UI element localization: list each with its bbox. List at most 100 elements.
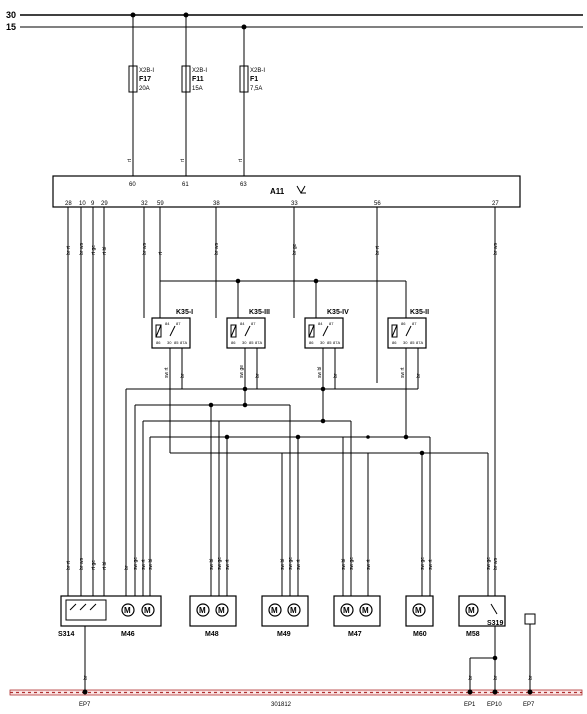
motor-label: M	[124, 606, 131, 615]
motor-icon	[196, 603, 210, 617]
distribution-buses	[125, 382, 489, 600]
wire-color-label: sw ge	[420, 557, 426, 570]
relay-pin: 87	[412, 321, 417, 326]
m48-box: M M M48	[189, 595, 237, 638]
relay-pin: 84	[240, 321, 245, 326]
wire-color-label: br ws	[79, 243, 85, 255]
module-pin: 28	[65, 201, 72, 207]
motor-icon	[287, 603, 301, 617]
document-number: 301812	[271, 702, 292, 708]
component-name: M47	[348, 631, 362, 638]
relay-name: K35-I	[176, 309, 193, 316]
relay-pin: 86	[156, 340, 161, 345]
relay-pin: 86	[401, 321, 406, 326]
wire-color-label: sw ge	[217, 557, 223, 570]
relay-k35-ii: K35-II 86 87 86 30 85 87A	[387, 309, 429, 437]
wire-color-label: br	[83, 675, 89, 680]
switch-block	[65, 599, 107, 621]
wire-color-label: br ge	[292, 243, 298, 255]
relay-pin: 86	[231, 340, 236, 345]
m49-box: M M M49	[261, 595, 309, 638]
m58-s319-box: M M58 S319	[458, 595, 536, 690]
component-name: M46	[121, 631, 135, 638]
component-name: M58	[466, 631, 480, 638]
wire-color-label: sw bl	[280, 559, 286, 570]
fuse-name: F1	[250, 76, 258, 83]
motor-icon	[121, 603, 135, 617]
wire-color-label: sw ge	[133, 557, 139, 570]
wire-color-label: sw bl	[209, 559, 215, 570]
switch-icon	[169, 325, 176, 337]
wire-color-label: sw rt	[400, 367, 406, 378]
motor-label: M	[290, 606, 297, 615]
wire-color-label: br ws	[493, 558, 499, 570]
junction-dot	[320, 418, 326, 424]
ground-point-label: EP1	[464, 702, 476, 708]
wire-color-label: rt ge	[91, 560, 97, 570]
wire-color-label: sw ge	[239, 365, 245, 378]
relay-pin: 30	[242, 340, 247, 345]
relay-pin: 30	[320, 340, 325, 345]
wire-color-label: br rt	[375, 246, 381, 256]
fuse-location: X2B-I	[250, 68, 265, 74]
ground-point-label: EP7	[79, 702, 91, 708]
switch-icon	[244, 325, 251, 337]
motor-icon	[359, 603, 373, 617]
module-body	[52, 175, 521, 208]
wire-color-label: sw bl	[317, 367, 323, 378]
wire-color-label: br	[124, 565, 130, 570]
wire-color-label: sw ge	[349, 557, 355, 570]
junction-dot	[492, 655, 498, 661]
switch-icon	[69, 603, 97, 611]
ground-point	[82, 689, 88, 695]
junction-dot	[242, 402, 248, 408]
fuse-location: X2B-I	[139, 68, 154, 74]
wire-color-label: sw bl	[341, 559, 347, 570]
relay-pin: 87A	[333, 340, 340, 345]
motor-label: M	[415, 606, 422, 615]
relay-pin: 85	[410, 340, 415, 345]
module-name: A11	[270, 187, 285, 196]
junction-dot	[320, 386, 326, 392]
relay-pin: 86	[309, 340, 314, 345]
relay-pin: 87A	[180, 340, 187, 345]
component-name: S319	[487, 620, 503, 627]
relay-pin: 85	[327, 340, 332, 345]
wire-color-label: sw rt	[164, 367, 170, 378]
junction-dot	[419, 450, 425, 456]
relay-k35-iii: K35-III 84 87 86 30 85 87A	[226, 309, 270, 405]
motor-label: M	[144, 606, 151, 615]
motor-label: M	[362, 606, 369, 615]
module-a11: A11 60 61 63 28 10 9 29 32 59 38 33 56 2…	[52, 175, 521, 208]
wire-color-label: sw rt	[428, 559, 434, 570]
relay-wire-labels: sw rt br sw ge br sw bl br sw rt br	[164, 365, 422, 378]
motor-label: M	[199, 606, 206, 615]
relay-pin: 86	[392, 340, 397, 345]
wire-color-label: sw rt	[141, 559, 147, 570]
module-pin: 32	[141, 201, 148, 207]
relay-pin: 85	[174, 340, 179, 345]
motor-label: M	[343, 606, 350, 615]
m60-box: M M60	[405, 595, 434, 638]
wire-color-label: br ws	[142, 243, 148, 255]
module-wire-labels: br rt br ws rt ge rt bl br ws rt br ws b…	[66, 243, 499, 255]
junction-dot	[403, 434, 409, 440]
module-pin: 27	[492, 201, 499, 207]
relay-pin: 87	[251, 321, 256, 326]
wire-color-label: br	[528, 675, 534, 680]
component-name: M48	[205, 631, 219, 638]
relay-name: K35-III	[249, 309, 270, 316]
ground-point	[527, 689, 533, 695]
component-name: S314	[58, 631, 74, 638]
transistor-icon	[296, 185, 306, 195]
module-pin: 10	[79, 201, 86, 207]
wire-color-label: sw ge	[486, 557, 492, 570]
wire-color-label: br rt	[66, 246, 72, 256]
wire-color-label: rt	[180, 158, 186, 162]
wire-color-label: br	[333, 373, 339, 378]
wire-color-label: rt bl	[102, 247, 108, 255]
junction-dot	[313, 278, 319, 284]
relay-pin: 85	[249, 340, 254, 345]
a11-output-wires	[67, 207, 496, 600]
